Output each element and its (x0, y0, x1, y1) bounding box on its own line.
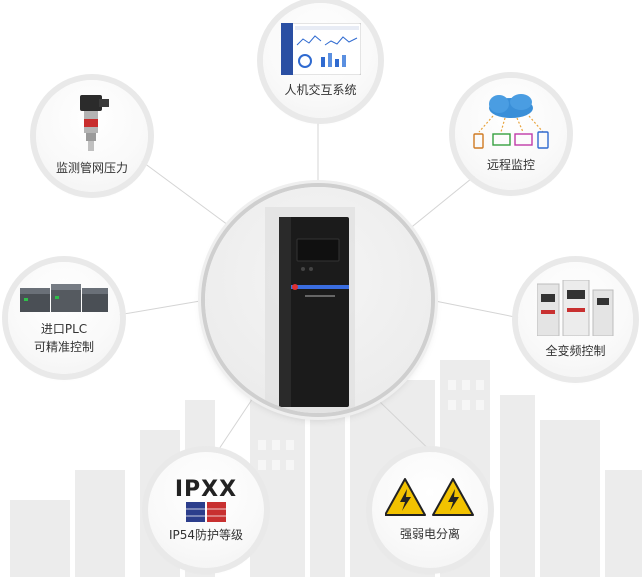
node-vfd: 全变频控制 (518, 262, 633, 377)
control-cabinet-icon (265, 207, 355, 413)
node-hmi: 人机交互系统 (263, 3, 378, 118)
node-ip54-label: IP54防护等级 (168, 527, 244, 542)
node-isolation: 强弱电分离 (372, 452, 488, 568)
ip-badge-text: IPXX (174, 476, 238, 502)
warning-sign-left (385, 478, 426, 516)
node-plc: 进口PLC 可精准控制 (8, 262, 120, 374)
warning-sign-right (432, 478, 474, 516)
node-remote-label: 远程监控 (486, 158, 535, 172)
ip-rating-table-icon (185, 501, 226, 522)
plc-module-icon (20, 284, 108, 312)
center-cabinet-circle (205, 187, 431, 413)
dashboard-screen-icon (280, 22, 361, 75)
node-hmi-label: 人机交互系统 (284, 82, 357, 97)
node-remote: 远程监控 (455, 78, 567, 190)
node-plc-label: 进口PLC 可精准控制 (33, 322, 94, 354)
node-isolation-label: 强弱电分离 (399, 527, 460, 541)
cloud-devices-icon (473, 94, 549, 149)
inverter-cabinet-icon (536, 279, 613, 336)
high-voltage-warning-icons (385, 478, 474, 516)
node-pressure-label: 监测管网压力 (55, 161, 128, 175)
connector-lines (117, 120, 521, 471)
ip-badge-icon: IPXX (175, 477, 237, 522)
node-vfd-label: 全变频控制 (545, 343, 606, 358)
node-pressure: 监测管网压力 (36, 80, 148, 192)
pressure-sensor-icon (80, 95, 109, 151)
node-ip54: IPXX IP54防护等级 (148, 452, 264, 568)
